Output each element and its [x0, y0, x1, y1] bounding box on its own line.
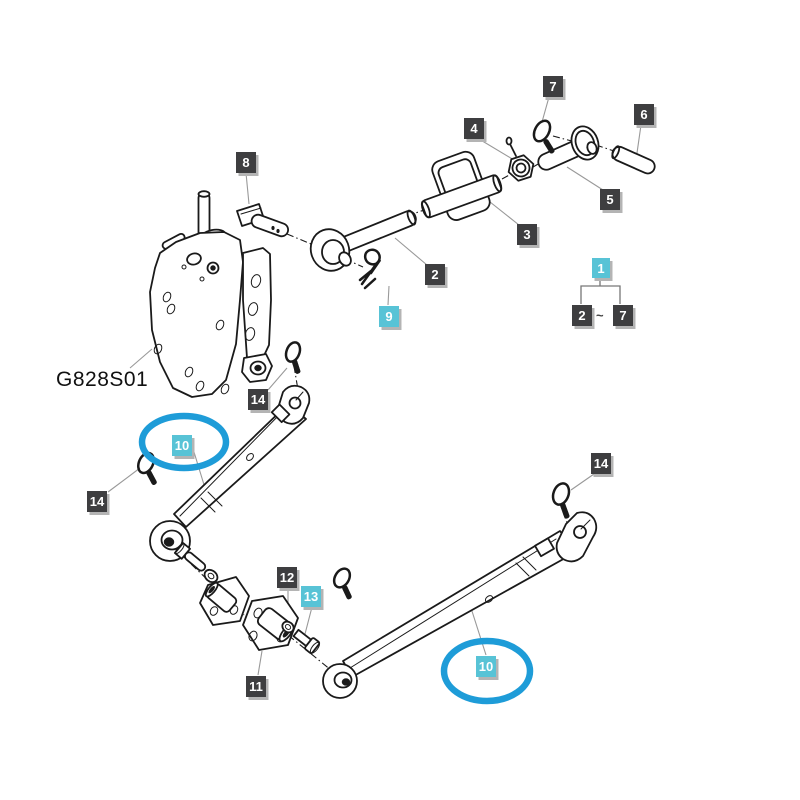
washer-12: [281, 620, 295, 634]
figure-code: G828S01: [56, 368, 149, 391]
callout-part10-left: 10: [172, 435, 192, 456]
callout-part6: 6: [634, 104, 654, 125]
clevis-pin-8: [236, 203, 290, 238]
callout-part14-right: 14: [591, 453, 611, 474]
callout-part3: 3: [517, 224, 537, 245]
callout-part14-upper: 14: [248, 389, 268, 410]
linch-pin-14-right: [551, 482, 571, 519]
legend-bracket: [580, 280, 621, 304]
highlight-ellipse-left: [138, 412, 230, 472]
callout-part5: 5: [600, 189, 620, 210]
link-end-pin-5: [537, 125, 600, 171]
top-link-ball-end: [309, 209, 417, 272]
top-link-assembly: [309, 119, 656, 290]
highlight-ellipses: [138, 412, 534, 705]
legend-range-start: 2: [572, 305, 592, 326]
callout-part13: 13: [301, 586, 321, 607]
legend-range-separator: ~: [596, 308, 604, 323]
lower-link-right: [322, 482, 598, 699]
callout-part8: 8: [236, 152, 256, 173]
hitch-bracket: [149, 190, 273, 398]
callout-part9: 9: [379, 306, 399, 327]
linch-pin-unlabeled: [332, 567, 352, 600]
top-link-body: [420, 150, 503, 221]
bolt-13: [292, 628, 321, 655]
locknut: [505, 136, 535, 182]
linch-pin-7: [532, 119, 555, 154]
callout-part2: 2: [425, 264, 445, 285]
pin-6: [611, 145, 656, 175]
link-end-bolt: [173, 542, 219, 584]
lower-link-left: [137, 341, 311, 626]
assembly-axis-lines: [159, 135, 615, 676]
callout-part4: 4: [464, 118, 484, 139]
highlight-ellipse-right: [440, 637, 534, 705]
link-end-bracket: [199, 576, 250, 626]
callout-part11: 11: [246, 676, 266, 697]
r-clip-9: [358, 248, 382, 290]
linch-pin-14-upper: [284, 341, 302, 374]
callout-part10-right: 10: [476, 656, 496, 677]
callout-part7: 7: [543, 76, 563, 97]
legend-range-end: 7: [613, 305, 633, 326]
callout-part12: 12: [277, 567, 297, 588]
bracket-11-assembly: [242, 567, 352, 655]
callout-part14-left: 14: [87, 491, 107, 512]
legend-group-callout: 1: [592, 258, 610, 278]
